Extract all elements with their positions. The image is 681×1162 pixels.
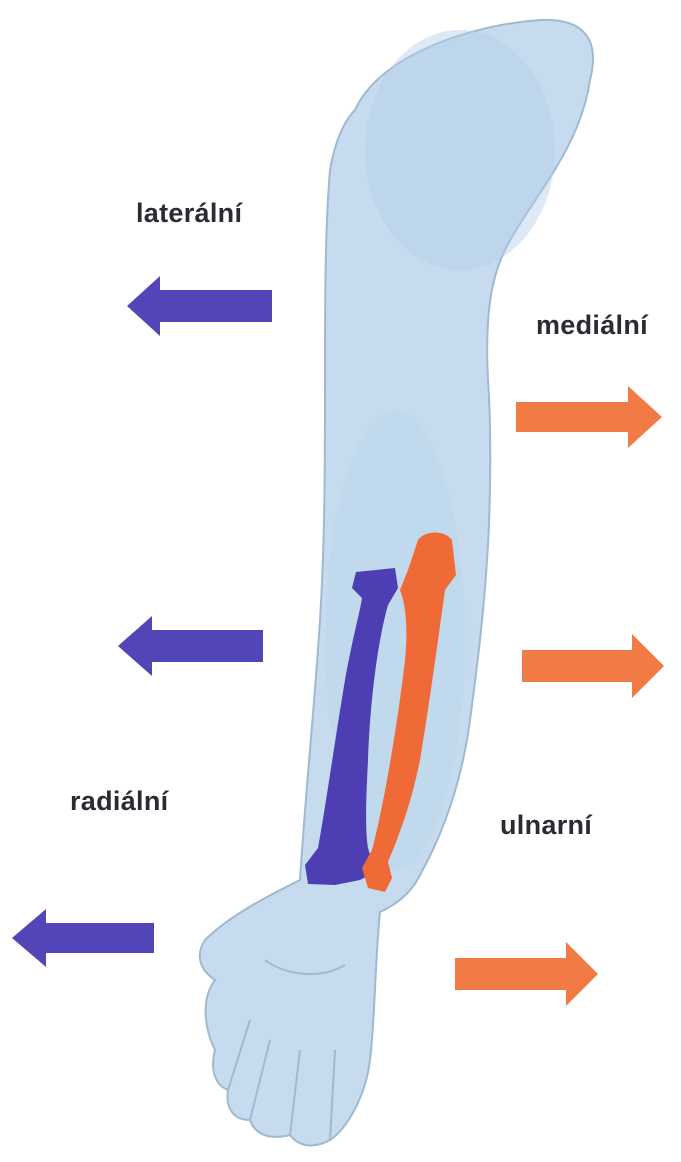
lateral-arrow-upper — [127, 276, 272, 336]
ulnar-label: ulnarní — [500, 810, 592, 841]
medial-label: mediální — [536, 310, 648, 341]
medial-arrow-middle — [522, 634, 664, 698]
lateral-label: laterální — [136, 198, 242, 229]
shoulder-shading — [365, 30, 555, 270]
medial-arrow-upper — [516, 386, 662, 448]
ulnar-arrow-lower — [455, 942, 598, 1006]
lateral-arrow-middle — [118, 616, 263, 676]
radial-arrow-lower — [12, 909, 154, 967]
radial-label: radiální — [70, 786, 168, 817]
